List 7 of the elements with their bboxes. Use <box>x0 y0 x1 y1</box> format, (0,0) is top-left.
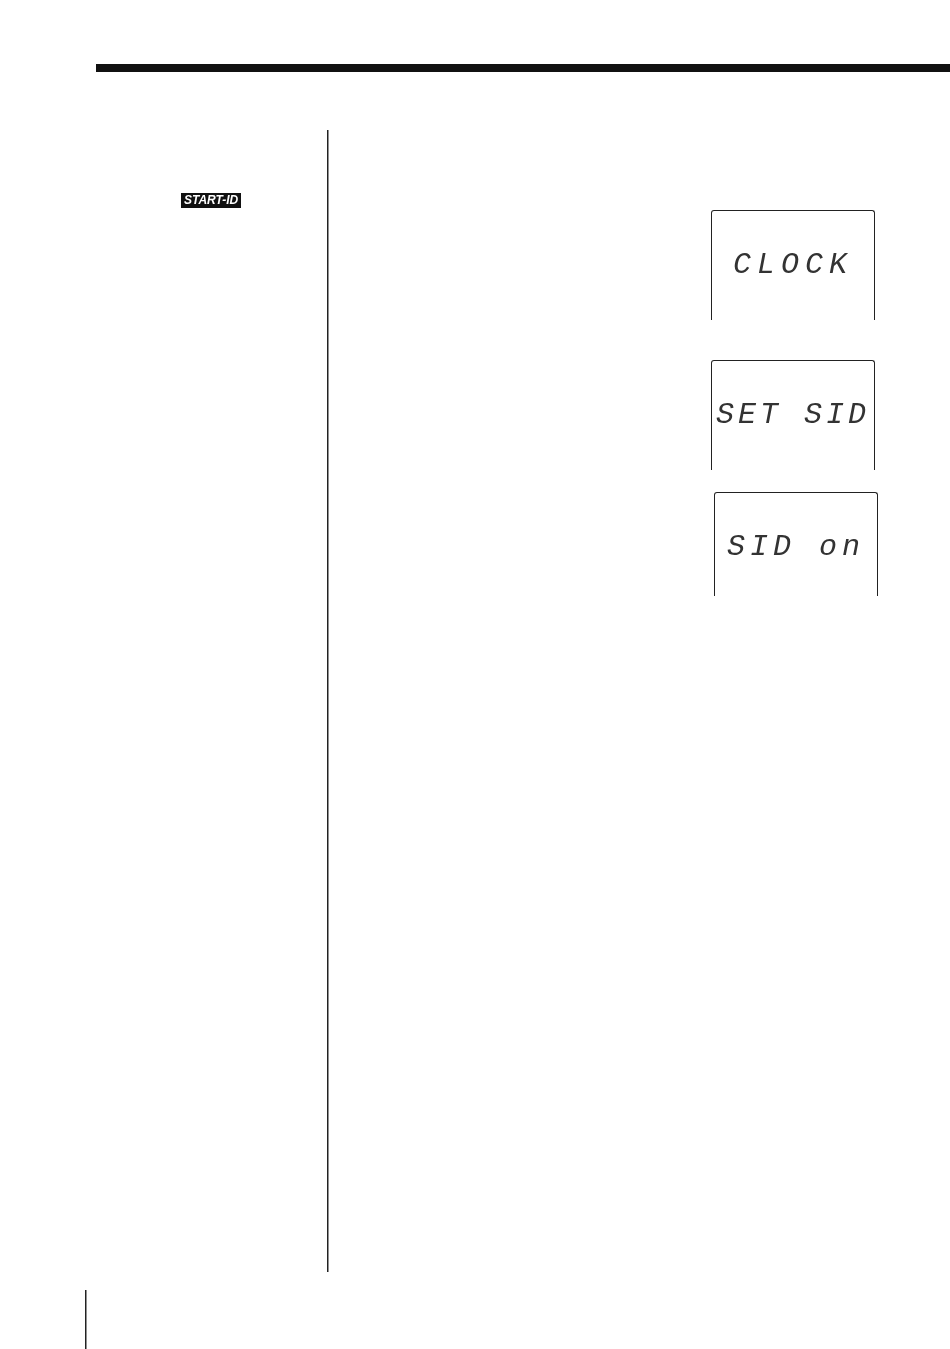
display-readout: SET SID <box>715 398 871 432</box>
display-readout: SID on <box>726 530 866 564</box>
lcd-display <box>714 492 878 596</box>
display-readout: CLOCK <box>732 248 854 282</box>
function-badge: START-ID <box>181 193 242 208</box>
lcd-display <box>711 210 875 320</box>
lcd-display <box>711 360 875 470</box>
